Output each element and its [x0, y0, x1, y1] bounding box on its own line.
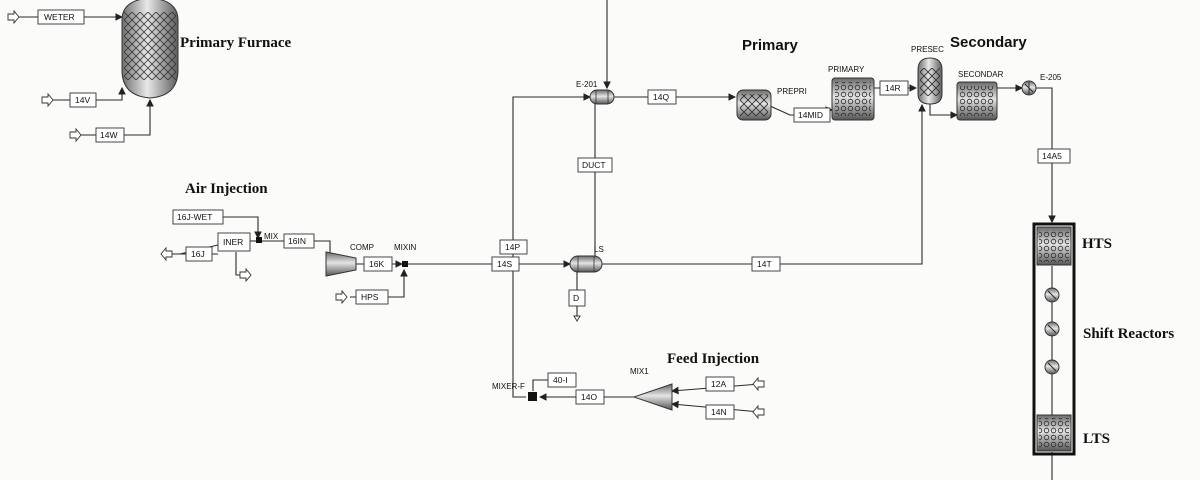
stream-tag-hps[interactable]: HPS	[355, 289, 389, 305]
title-air-injection: Air Injection	[185, 181, 268, 197]
mix-node[interactable]	[256, 237, 262, 243]
secondar-label: SECONDAR	[958, 70, 1004, 79]
title-lts: LTS	[1083, 431, 1110, 447]
primary-reactor[interactable]	[831, 77, 875, 121]
stream-tag-16in[interactable]: 16IN	[283, 233, 315, 249]
stream-tag-16j[interactable]: 16J	[185, 246, 213, 262]
stream-tag-14p[interactable]: 14P	[499, 239, 528, 255]
e205-label: E-205	[1040, 73, 1062, 82]
stream-tag-16j-wet[interactable]: 16J-WET	[172, 209, 224, 225]
feed-arrows	[7, 9, 765, 420]
stream-tag-14n[interactable]: 14N	[705, 404, 735, 420]
mix1-mixer[interactable]	[632, 383, 673, 411]
mixer-f-label: MIXER-F	[492, 382, 525, 391]
svg-text:16J-WET: 16J-WET	[177, 212, 212, 222]
title-hts: HTS	[1082, 236, 1112, 252]
svg-text:HPS: HPS	[361, 292, 379, 302]
stream-tag-14v[interactable]: 14V	[69, 92, 97, 108]
primary-label: PRIMARY	[828, 65, 865, 74]
mix-label: MIX	[264, 232, 279, 241]
comp-label: COMP	[350, 243, 374, 252]
mixer-f-node[interactable]	[528, 392, 537, 401]
title-feed-injection: Feed Injection	[667, 351, 760, 367]
stream-tag-14mid[interactable]: 14MID	[793, 107, 831, 123]
svg-text:16J: 16J	[191, 249, 205, 259]
svg-text:12A: 12A	[711, 379, 726, 389]
secondar-reactor[interactable]	[956, 81, 998, 121]
stream-tag-14w[interactable]: 14W	[95, 127, 125, 143]
e201-exchanger[interactable]	[589, 89, 615, 105]
stream-tag-14s[interactable]: 14S	[491, 256, 520, 272]
svg-text:14O: 14O	[581, 392, 597, 402]
svg-text:16IN: 16IN	[288, 236, 306, 246]
title-secondary: Secondary	[950, 34, 1027, 51]
title-primary-furnace: Primary Furnace	[180, 35, 292, 51]
svg-text:14R: 14R	[885, 83, 901, 93]
svg-text:14MID: 14MID	[798, 110, 823, 120]
stream-tag-14q[interactable]: 14Q	[647, 89, 677, 105]
e201-label: E-201	[576, 80, 598, 89]
svg-text:WETER: WETER	[44, 12, 75, 22]
compressor[interactable]	[325, 251, 357, 277]
svg-text:40-I: 40-I	[553, 375, 568, 385]
stream-tag-14r[interactable]: 14R	[879, 80, 909, 96]
prepri-reactor[interactable]	[736, 89, 772, 121]
shift-column[interactable]	[1032, 222, 1076, 456]
stream-tag-duct[interactable]: DUCT	[577, 157, 613, 173]
presec-vessel[interactable]	[917, 57, 943, 105]
presec-label: PRESEC	[911, 45, 944, 54]
svg-text:14N: 14N	[711, 407, 727, 417]
svg-text:DUCT: DUCT	[582, 160, 606, 170]
svg-text:14T: 14T	[757, 259, 772, 269]
title-shift-reactors: Shift Reactors	[1083, 326, 1174, 342]
stream-tag-16k[interactable]: 16K	[363, 256, 393, 272]
svg-text:16K: 16K	[369, 259, 384, 269]
primary-furnace-vessel[interactable]	[121, 0, 179, 99]
e205-cooler[interactable]	[1021, 80, 1037, 96]
shift-exchangers[interactable]	[1044, 287, 1060, 375]
svg-text:14Q: 14Q	[653, 92, 669, 102]
stream-tag-40-i[interactable]: 40-I	[547, 372, 577, 388]
stream-tag-12a[interactable]: 12A	[705, 376, 735, 392]
stream-tag-14o[interactable]: 14O	[575, 389, 605, 405]
svg-text:14W: 14W	[100, 130, 117, 140]
iner-label: INER	[223, 237, 243, 247]
iner-block[interactable]: INER	[217, 232, 251, 252]
title-primary: Primary	[742, 37, 799, 54]
ls-label: LS	[594, 245, 604, 254]
stream-tag-d[interactable]: D	[568, 289, 586, 307]
svg-text:14P: 14P	[505, 242, 520, 252]
prepri-label: PREPRI	[777, 87, 807, 96]
svg-text:14S: 14S	[497, 259, 512, 269]
svg-text:14A5: 14A5	[1042, 151, 1062, 161]
svg-text:D: D	[573, 293, 579, 303]
ls-exchanger[interactable]	[569, 255, 603, 273]
stream-tag-14a5[interactable]: 14A5	[1037, 148, 1071, 164]
stream-tag-14t[interactable]: 14T	[751, 256, 781, 272]
mixin-node[interactable]	[402, 261, 408, 267]
stream-tag-weter[interactable]: WETER	[37, 9, 85, 25]
mix1-label: MIX1	[630, 367, 649, 376]
svg-text:14V: 14V	[75, 95, 90, 105]
mixin-label: MIXIN	[394, 243, 416, 252]
